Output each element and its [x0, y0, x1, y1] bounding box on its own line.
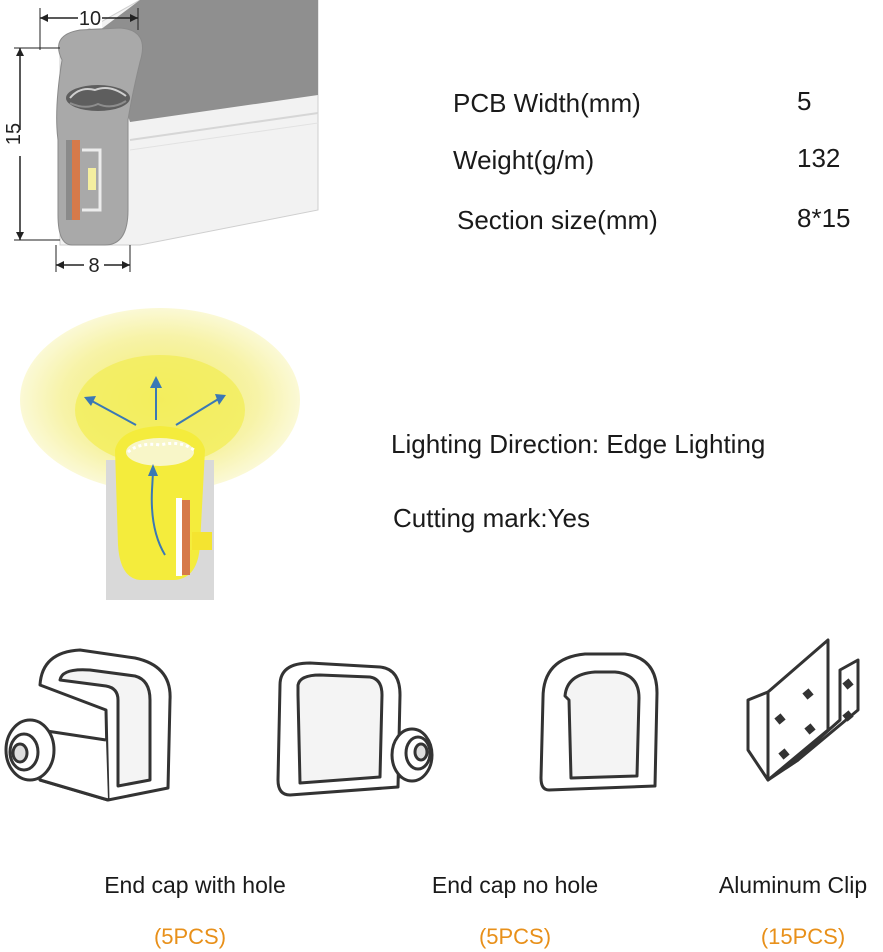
lighting-diagram [20, 308, 300, 600]
accessory-name-end-cap-no-hole: End cap no hole [431, 872, 599, 898]
accessory-name-end-cap-with-hole: End cap with hole [104, 872, 286, 898]
dim-top-label: 10 [79, 8, 101, 30]
end-cap-with-hole-illustration [4, 648, 172, 802]
accessory-qty-end-cap-no-hole: (5PCS) [478, 924, 552, 949]
accessory-qty-end-cap-with-hole: (5PCS) [153, 924, 227, 949]
spec-label-pcb-width: PCB Width(mm) [453, 88, 641, 118]
spec-value-section-size: 8*15 [797, 203, 851, 233]
lighting-direction-text: Lighting Direction: Edge Lighting [391, 429, 766, 459]
light-direction-arrows [89, 382, 221, 556]
spec-value-weight: 132 [797, 143, 841, 173]
dim-side-label: 15 [3, 123, 25, 145]
dim-bottom-label: 8 [88, 255, 99, 277]
spec-label-section-size: Section size(mm) [457, 205, 658, 235]
spec-label-weight: Weight(g/m) [453, 145, 595, 175]
aluminum-clip-illustration [746, 638, 860, 782]
cross-section-diagram: 10 15 8 [3, 0, 319, 277]
spec-value-pcb-width: 5 [797, 86, 812, 116]
end-cap-no-hole-illustration [276, 661, 434, 797]
accessory-qty-aluminum-clip: (15PCS) [760, 924, 846, 949]
accessory-name-aluminum-clip: Aluminum Clip [718, 872, 868, 898]
cutting-mark-text: Cutting mark:Yes [393, 503, 591, 533]
end-cap-plain-illustration [539, 652, 659, 792]
